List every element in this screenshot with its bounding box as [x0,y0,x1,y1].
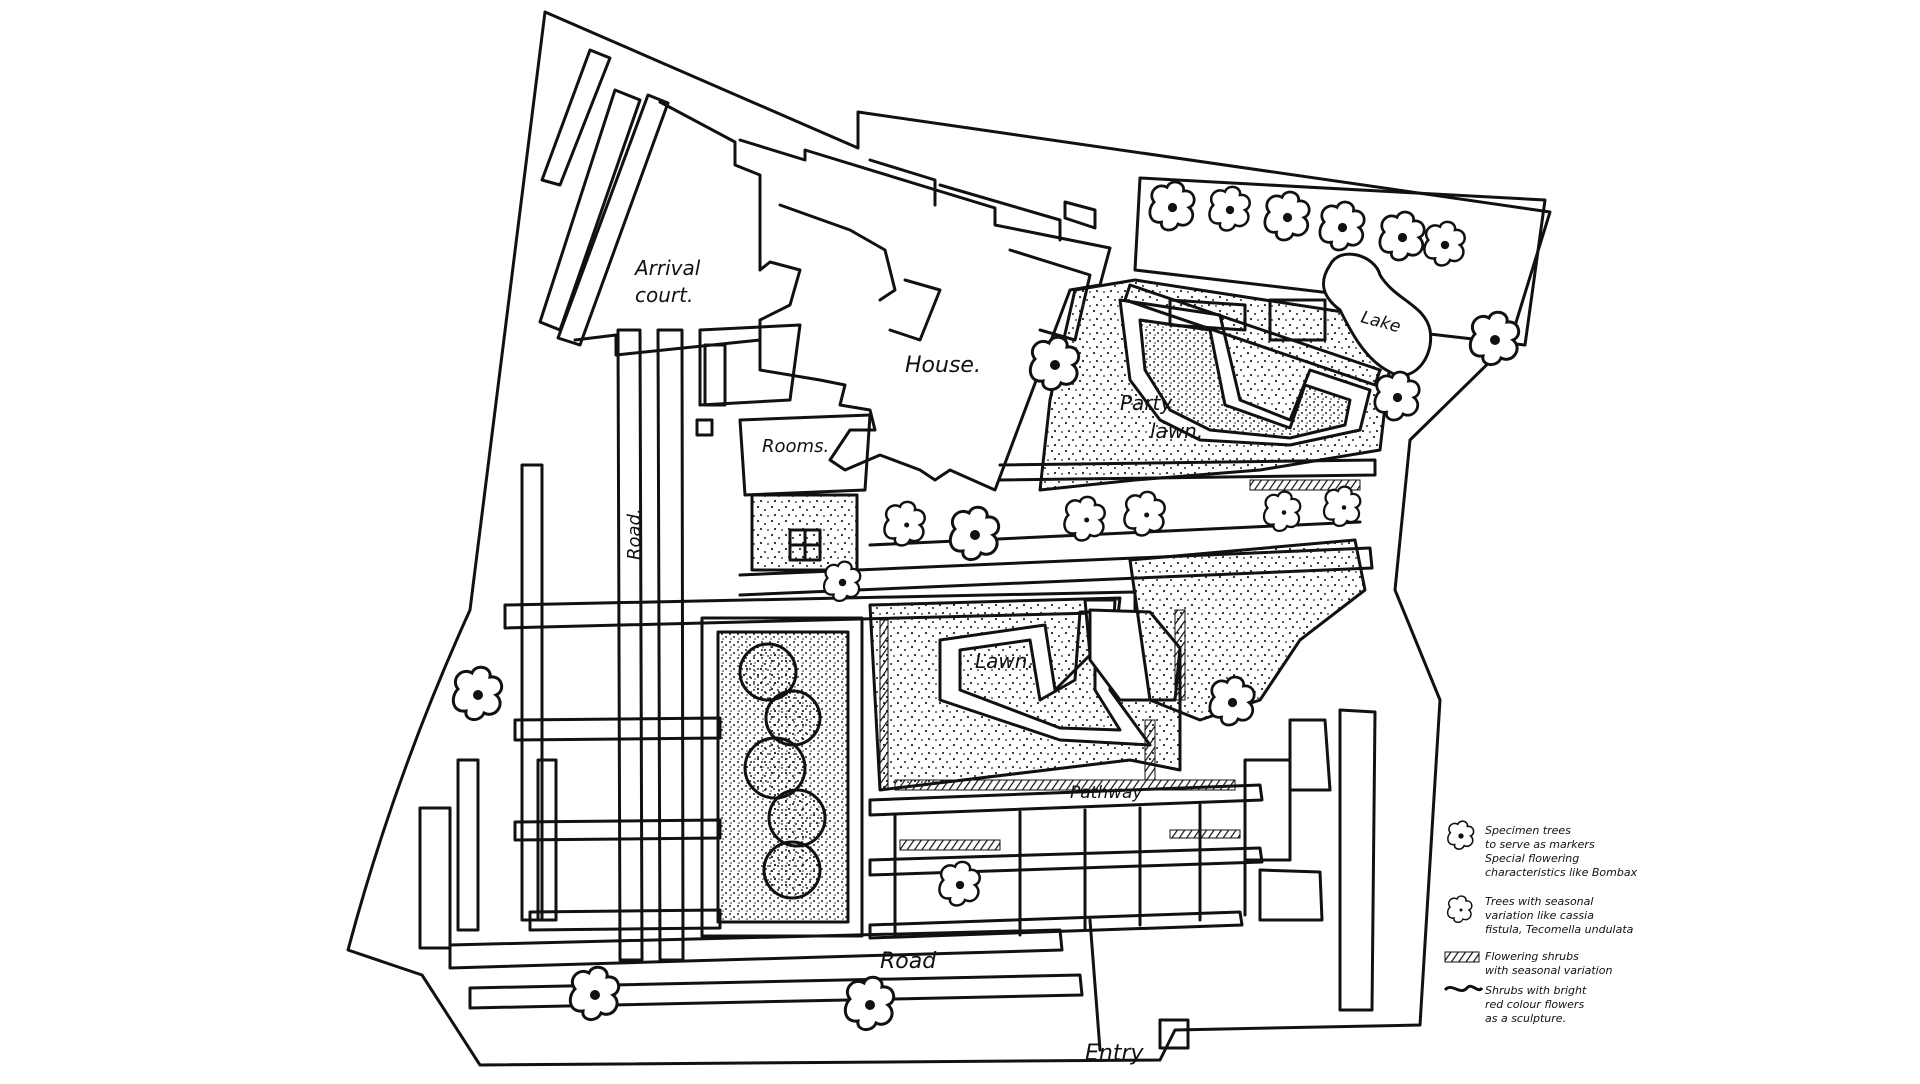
allee-trees [738,642,827,900]
cross-strip [513,716,722,742]
cross-strip [513,818,722,842]
road-vertical [656,328,685,962]
legend: Specimen trees to serve as markers Speci… [1443,820,1638,1025]
boundary-strip [540,48,612,187]
arrival-court-wall [573,333,762,357]
specimen-tree-icon [1468,310,1521,367]
bright-shrubs-icon [1443,984,1484,993]
road-bottom [448,928,1064,970]
rooms-block [698,323,802,407]
lake [1321,252,1433,377]
specimen-tree-icon [938,860,981,907]
right-wall [1258,868,1324,922]
right-wall [1338,708,1377,1012]
arrival-court-label: court. [635,283,693,307]
seasonal-tree-icon [1123,490,1166,537]
specimen-tree-icon [1263,190,1311,242]
seasonal-tree-icon [1446,895,1473,924]
legend-text: with seasonal variation [1485,964,1612,977]
road-vertical-label: Road. [624,508,645,560]
allee-tree-icon [762,840,822,900]
specimen-tree-icon [1378,210,1426,262]
specimen-tree-icon [1148,180,1196,232]
connector-line [1123,283,1382,387]
legend-text: red colour flowers [1485,998,1584,1011]
house-inner-line [938,183,1062,242]
party-lawn-inner [1138,318,1352,440]
legend-text: Special flowering [1485,852,1579,865]
enclosure-rect [1268,298,1327,342]
site-boundary [346,10,1552,1067]
garden-zone [1128,538,1367,722]
house-inner-line [868,158,937,207]
legend-text: Flowering shrubs [1485,950,1579,963]
party-lawn-label: lawn. [1150,419,1203,443]
specimen-tree-icon [843,975,896,1032]
seasonal-tree-icon [1063,495,1106,542]
specimen-tree-icon [1423,220,1466,267]
allee-tree-icon [738,642,798,702]
road-bottom [468,973,1084,1010]
seasonal-tree-icon [1322,485,1362,528]
legend-text: fistula, Tecomella undulata [1485,923,1634,936]
left-strip [456,758,480,932]
specimen-tree-icon [1373,370,1421,422]
left-strip [520,463,544,922]
flowering-shrubs [879,479,1361,851]
specimen-tree-icon [1318,200,1366,252]
road-vertical [616,328,644,962]
legend-text: characteristics like Bombax [1485,866,1638,879]
pathway-label: Pathway [1070,783,1143,803]
boundary-strip [538,88,642,332]
lawn-label: Lawn. [975,649,1034,673]
entry-label: Entry [1085,1041,1145,1066]
legend-text: Shrubs with bright [1485,984,1587,997]
entry-gate [1158,1018,1190,1050]
legend-text: Specimen trees [1485,824,1571,837]
pathway [868,846,1264,877]
allee-tree-icon [743,736,807,800]
house-inner-line [1063,200,1097,230]
arrival-court-label: Arrival [633,256,701,280]
specimen-tree-icon [948,505,1001,562]
flowering-shrubs-icon [1444,951,1480,963]
allee-tree-icon [767,788,827,848]
legend-text: Trees with seasonal [1485,895,1593,908]
house-outline [738,138,1112,492]
specimen-tree-icon [451,665,504,722]
party-lawn-label: Party [1120,391,1173,415]
main-axis [738,546,1374,597]
house-inner-line [888,278,942,342]
road-bottom-label: Road [880,949,937,974]
specimen-tree-icon [1447,820,1475,850]
road-bottom [1088,918,1102,1052]
specimen-tree-icon [1208,185,1251,232]
seasonal-tree-icon [1262,490,1302,533]
boundary-strip [556,93,670,347]
right-wall [1288,718,1332,792]
house-label: House. [905,353,981,378]
legend-text: as a sculpture. [1485,1012,1566,1025]
small-block [695,418,714,437]
right-wall [1243,758,1292,862]
seasonal-tree-icon [883,500,926,547]
arrival-court-wall [658,100,762,272]
legend-text: to serve as markers [1485,838,1595,851]
cross-strip [528,908,722,932]
left-strip [418,806,452,950]
house-inner-line [778,203,897,302]
specimen-tree-icon [568,965,621,1022]
rooms-block [738,413,872,497]
rooms-label: Rooms. [762,436,829,457]
small-block [703,343,727,407]
legend-text: variation like cassia [1485,909,1594,922]
